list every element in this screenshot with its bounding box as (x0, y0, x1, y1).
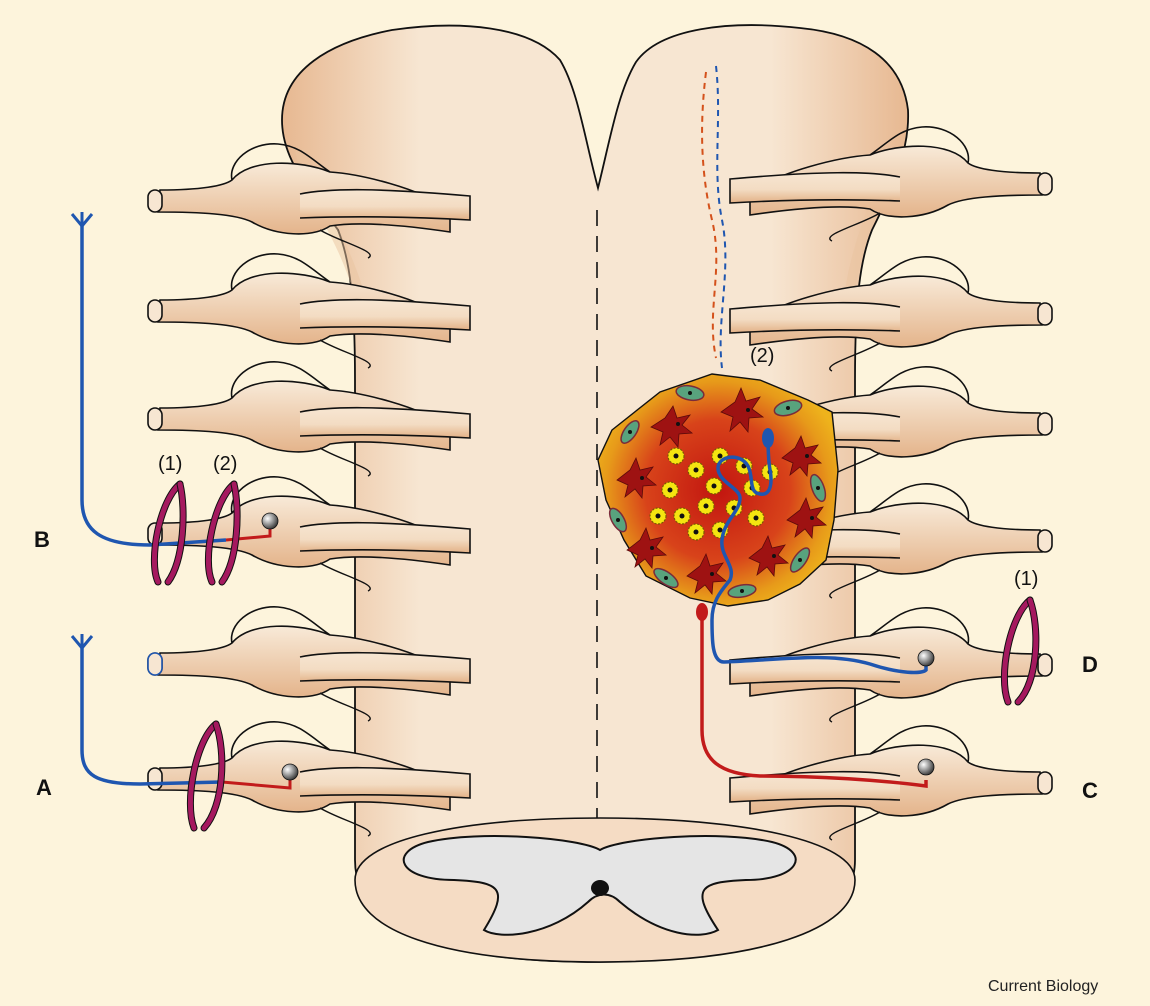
dendrite-b (72, 212, 92, 226)
label-b-site-1: (1) (158, 453, 182, 476)
cell-body-b (262, 513, 278, 529)
label-a: A (36, 775, 52, 801)
credit-text: Current Biology (988, 978, 1098, 996)
label-d-site-1: (1) (1014, 568, 1038, 591)
growth-cone-c (696, 603, 708, 621)
cell-body-d (918, 650, 934, 666)
label-lesion-site-2: (2) (750, 345, 774, 368)
dendrite-a (72, 634, 92, 648)
sensory-axon-b (82, 226, 226, 545)
label-d: D (1082, 652, 1098, 678)
label-b-site-2: (2) (213, 453, 237, 476)
cell-body-c (918, 759, 934, 775)
label-c: C (1082, 778, 1098, 804)
cell-body-a (282, 764, 298, 780)
label-b: B (34, 527, 50, 553)
growth-cone-d (762, 428, 774, 448)
central-canal (591, 880, 609, 896)
